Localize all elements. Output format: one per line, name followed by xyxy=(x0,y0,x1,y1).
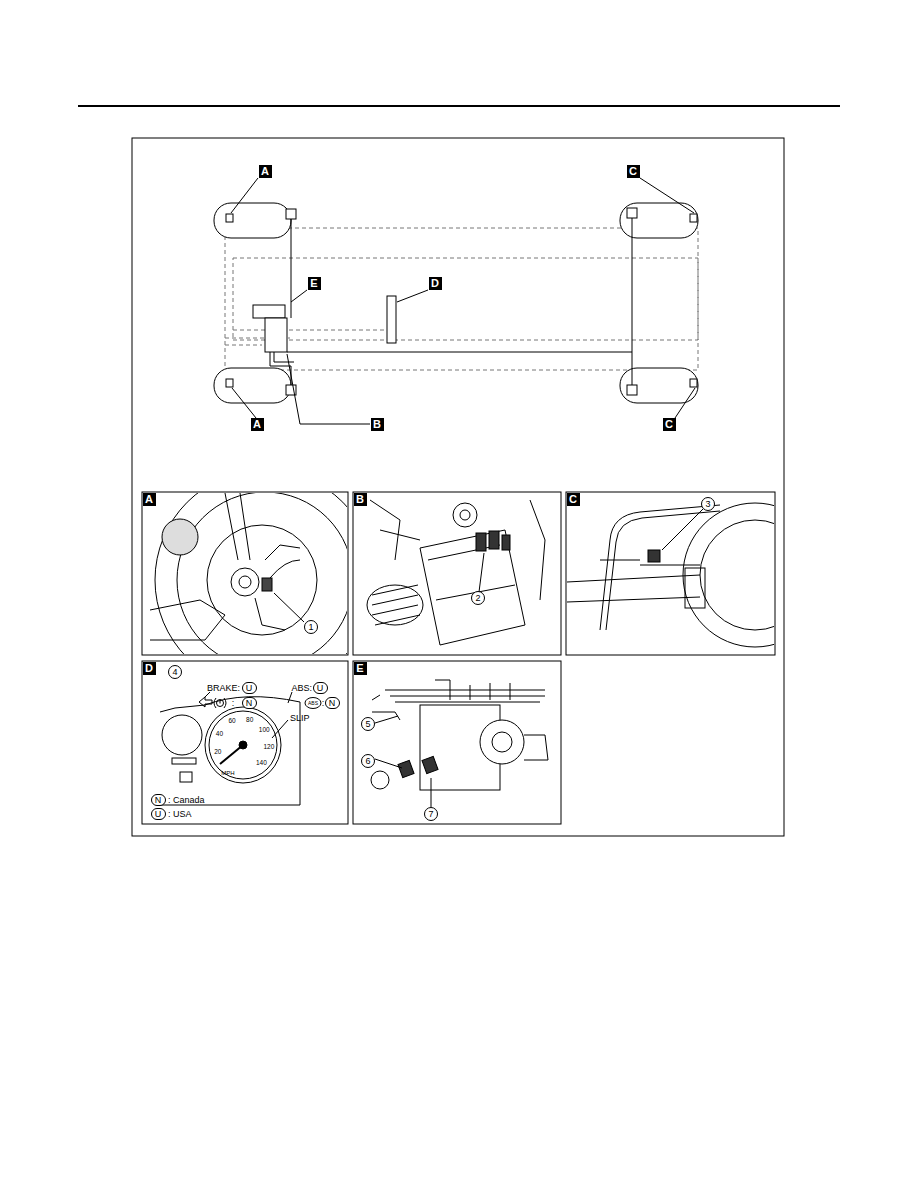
location-tag: C xyxy=(567,493,580,506)
node-text: B xyxy=(356,494,364,505)
node-text: E xyxy=(310,278,317,289)
region-code: N xyxy=(242,697,257,709)
label-text: MPH xyxy=(221,770,234,776)
node-text: 2 xyxy=(475,594,480,603)
label-text: 120 xyxy=(263,744,274,751)
region-code: N xyxy=(151,794,166,806)
location-tag: E xyxy=(354,662,367,675)
label-text: BRAKE: xyxy=(207,684,240,693)
label-text: : Canada xyxy=(168,796,205,805)
node-text: 4 xyxy=(172,668,177,677)
node-text: U xyxy=(246,684,253,693)
node-text: N xyxy=(155,796,162,805)
node-text: E xyxy=(356,663,363,674)
node-text: N xyxy=(329,699,336,708)
label-text: 20 xyxy=(214,748,221,755)
node-text: D xyxy=(145,663,153,674)
node-text: B xyxy=(373,419,381,430)
node-text: 5 xyxy=(365,720,370,729)
node-text: C xyxy=(569,494,577,505)
label-text: : USA xyxy=(168,810,192,819)
node-text: A xyxy=(253,419,261,430)
node-text: 6 xyxy=(365,757,370,766)
label-text: 60 xyxy=(228,718,235,725)
location-tag: C xyxy=(663,418,676,431)
node-text: A xyxy=(145,494,153,505)
node-text: 3 xyxy=(705,500,710,509)
callout-number: 6 xyxy=(361,754,375,768)
location-tag: D xyxy=(143,662,156,675)
callout-number: 2 xyxy=(471,591,485,605)
label-text: ABS: xyxy=(291,684,312,693)
location-tag: A xyxy=(259,165,272,178)
callout-number: 5 xyxy=(361,717,375,731)
location-tag: B xyxy=(354,493,367,506)
callout-number: 3 xyxy=(701,497,715,511)
node-text: 1 xyxy=(308,623,313,632)
node-text: U xyxy=(317,684,324,693)
node-text: C xyxy=(665,419,673,430)
location-tag: E xyxy=(308,277,321,290)
label-text: ABS xyxy=(308,701,318,706)
callout-number: 1 xyxy=(304,620,318,634)
region-code: U xyxy=(313,682,328,694)
node-text: U xyxy=(155,810,162,819)
node-text: C xyxy=(629,166,637,177)
label-text: 140 xyxy=(256,760,267,767)
label-text: : xyxy=(232,699,235,708)
region-code: U xyxy=(151,808,166,820)
callout-number: 7 xyxy=(424,807,438,821)
callout-number: 4 xyxy=(168,665,182,679)
region-code: U xyxy=(242,682,257,694)
location-tag: B xyxy=(371,418,384,431)
node-text: A xyxy=(261,166,269,177)
region-code: N xyxy=(325,697,340,709)
node-text: 7 xyxy=(428,810,433,819)
label-text: : xyxy=(322,699,325,708)
node-text: D xyxy=(431,278,439,289)
label-text: 100 xyxy=(259,727,270,734)
location-tag: A xyxy=(251,418,264,431)
node-text: N xyxy=(246,699,253,708)
location-tag: D xyxy=(429,277,442,290)
location-tag: C xyxy=(627,165,640,178)
label-text: SLIP xyxy=(290,714,310,723)
label-text: 80 xyxy=(246,717,253,724)
location-tag: A xyxy=(143,493,156,506)
label-text: 40 xyxy=(216,731,223,738)
